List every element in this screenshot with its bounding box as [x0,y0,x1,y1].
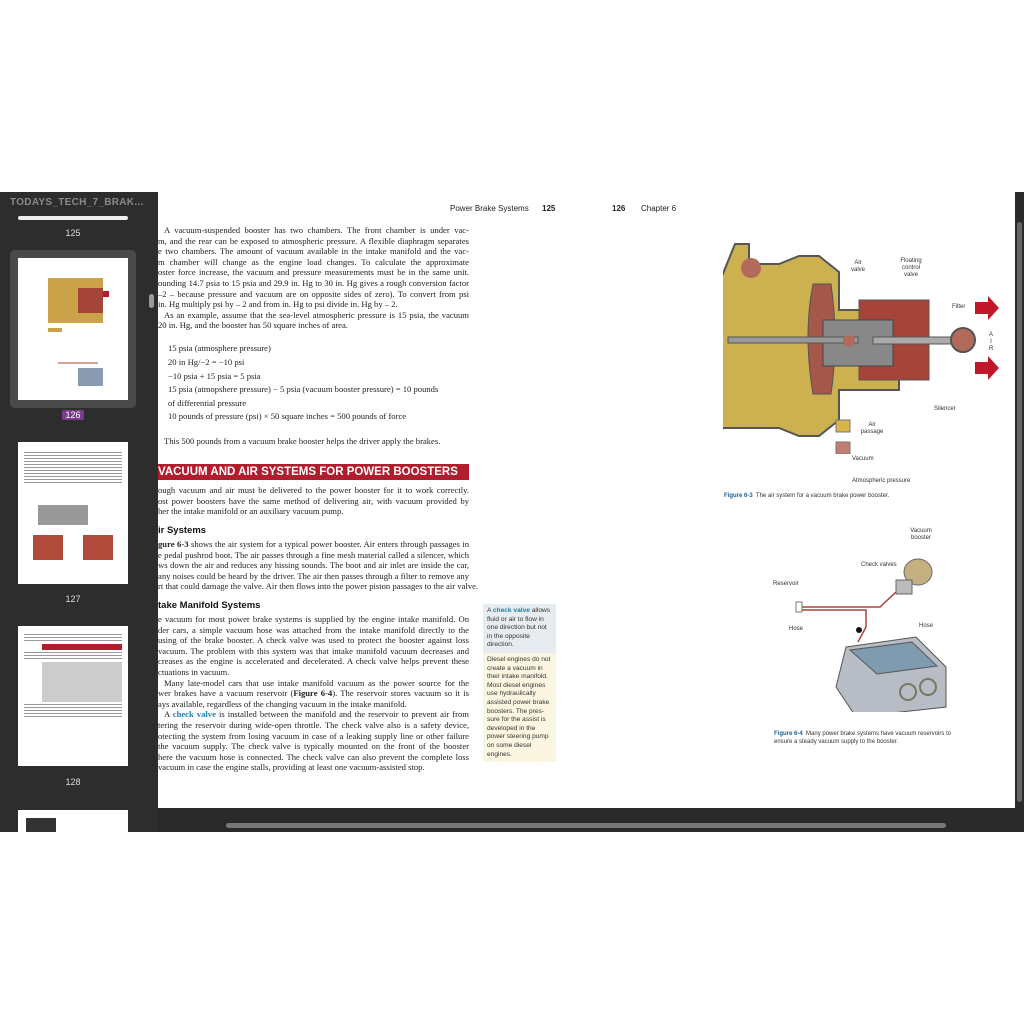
check-valve-link[interactable]: check valve [172,709,216,720]
legend-vacuum: Vacuum [852,456,874,462]
running-head-left: Power Brake Systems [450,204,529,213]
sidebar-scroll-handle[interactable] [149,294,154,308]
page-label-127: 127 [65,594,81,604]
horizontal-scroll-area [158,808,1024,832]
label-reservoir: Reservoir [773,581,799,587]
label-hose-right: Hose [919,623,934,629]
margin-note-diesel: Diesel engines do not create a vacuum in… [483,653,556,763]
label-air-valve: Air valve [850,260,865,273]
figure-6-4-caption: Figure 6-4 Many power brake systems have… [774,731,952,745]
section-heading: VACUUM AND AIR SYSTEMS FOR POWER BOOSTER… [158,464,469,480]
equation-line: 15 psia (atmosphere pressure) [168,343,271,353]
equation-line: 15 psia (atmopshere pressure) − 5 psia (… [168,384,439,394]
paragraph-500-pounds: This 500 pounds from a vacuum brake boos… [164,436,441,446]
figure-6-4-vacuum-system-diagram [795,558,947,712]
check-valve-term[interactable]: check valve [492,607,530,614]
thumbnail-page-127[interactable] [18,442,128,584]
paragraph-booster-chambers: A vacuum-suspended booster has two chamb… [158,225,469,331]
running-head-right: Chapter 6 [641,204,677,213]
page-label-125: 125 [65,228,81,238]
label-vacuum-booster: Vacuum booster [910,528,932,541]
label-silencer: Silencer [934,406,956,412]
document-title: TODAYS_TECH_7_BRAK... [10,197,144,208]
page-number-126: 126 [612,204,626,213]
paragraph-air-systems: gure 6-3 shows the air system for a typi… [158,539,479,592]
horizontal-scrollbar[interactable] [226,823,946,828]
pdf-viewer: TODAYS_TECH_7_BRAK... 125 126 127 128 Po… [0,192,1024,832]
vertical-scrollbar[interactable] [1017,222,1022,802]
subheading-air-systems: ir Systems [158,525,207,536]
air-arrow-icon [975,356,999,380]
equation-line: of differential pressure [168,398,247,408]
paragraph-intake-manifold: e vacuum for most power brake systems is… [158,614,469,773]
legend-atmospheric-pressure: Atmospheric pressure [852,478,911,484]
margin-note-check-valve: A check valve allows fluid or air to flo… [483,604,556,653]
air-arrow-icon [975,296,999,320]
label-check-valves: Check valves [861,562,897,568]
subheading-intake-manifold: take Manifold Systems [158,600,261,611]
page-spread: Power Brake Systems 125 126 Chapter 6 A … [158,192,1015,808]
page-number-125: 125 [542,204,556,213]
page-label-128: 128 [65,777,81,787]
label-filter: Filter [952,304,966,310]
equation-line: −10 psia + 15 psia = 5 psia [168,371,261,381]
page-label-126: 126 [0,410,146,420]
sidebar-divider [18,216,128,220]
label-hose-left: Hose [789,626,804,632]
thumbnail-page-129[interactable] [18,810,128,832]
thumbnail-sidebar: TODAYS_TECH_7_BRAK... 125 126 127 128 [0,192,158,832]
equation-line: 20 in Hg/−2 = −10 psi [168,357,245,367]
label-floating-control-valve: Floating control valve [900,258,922,278]
thumbnail-page-128[interactable] [18,626,128,766]
label-air-passage: Air passage [860,422,884,435]
label-air: A I R [989,332,994,352]
figure-6-3-caption: Figure 6-3 The air system for a vacuum b… [724,493,890,499]
figure-6-3-booster-diagram [723,243,999,454]
paragraph-intro: ough vacuum and air must be delivered to… [158,485,469,517]
thumbnail-page-126[interactable] [18,258,128,400]
equation-line: 10 pounds of pressure (psi) × 50 square … [168,411,407,421]
